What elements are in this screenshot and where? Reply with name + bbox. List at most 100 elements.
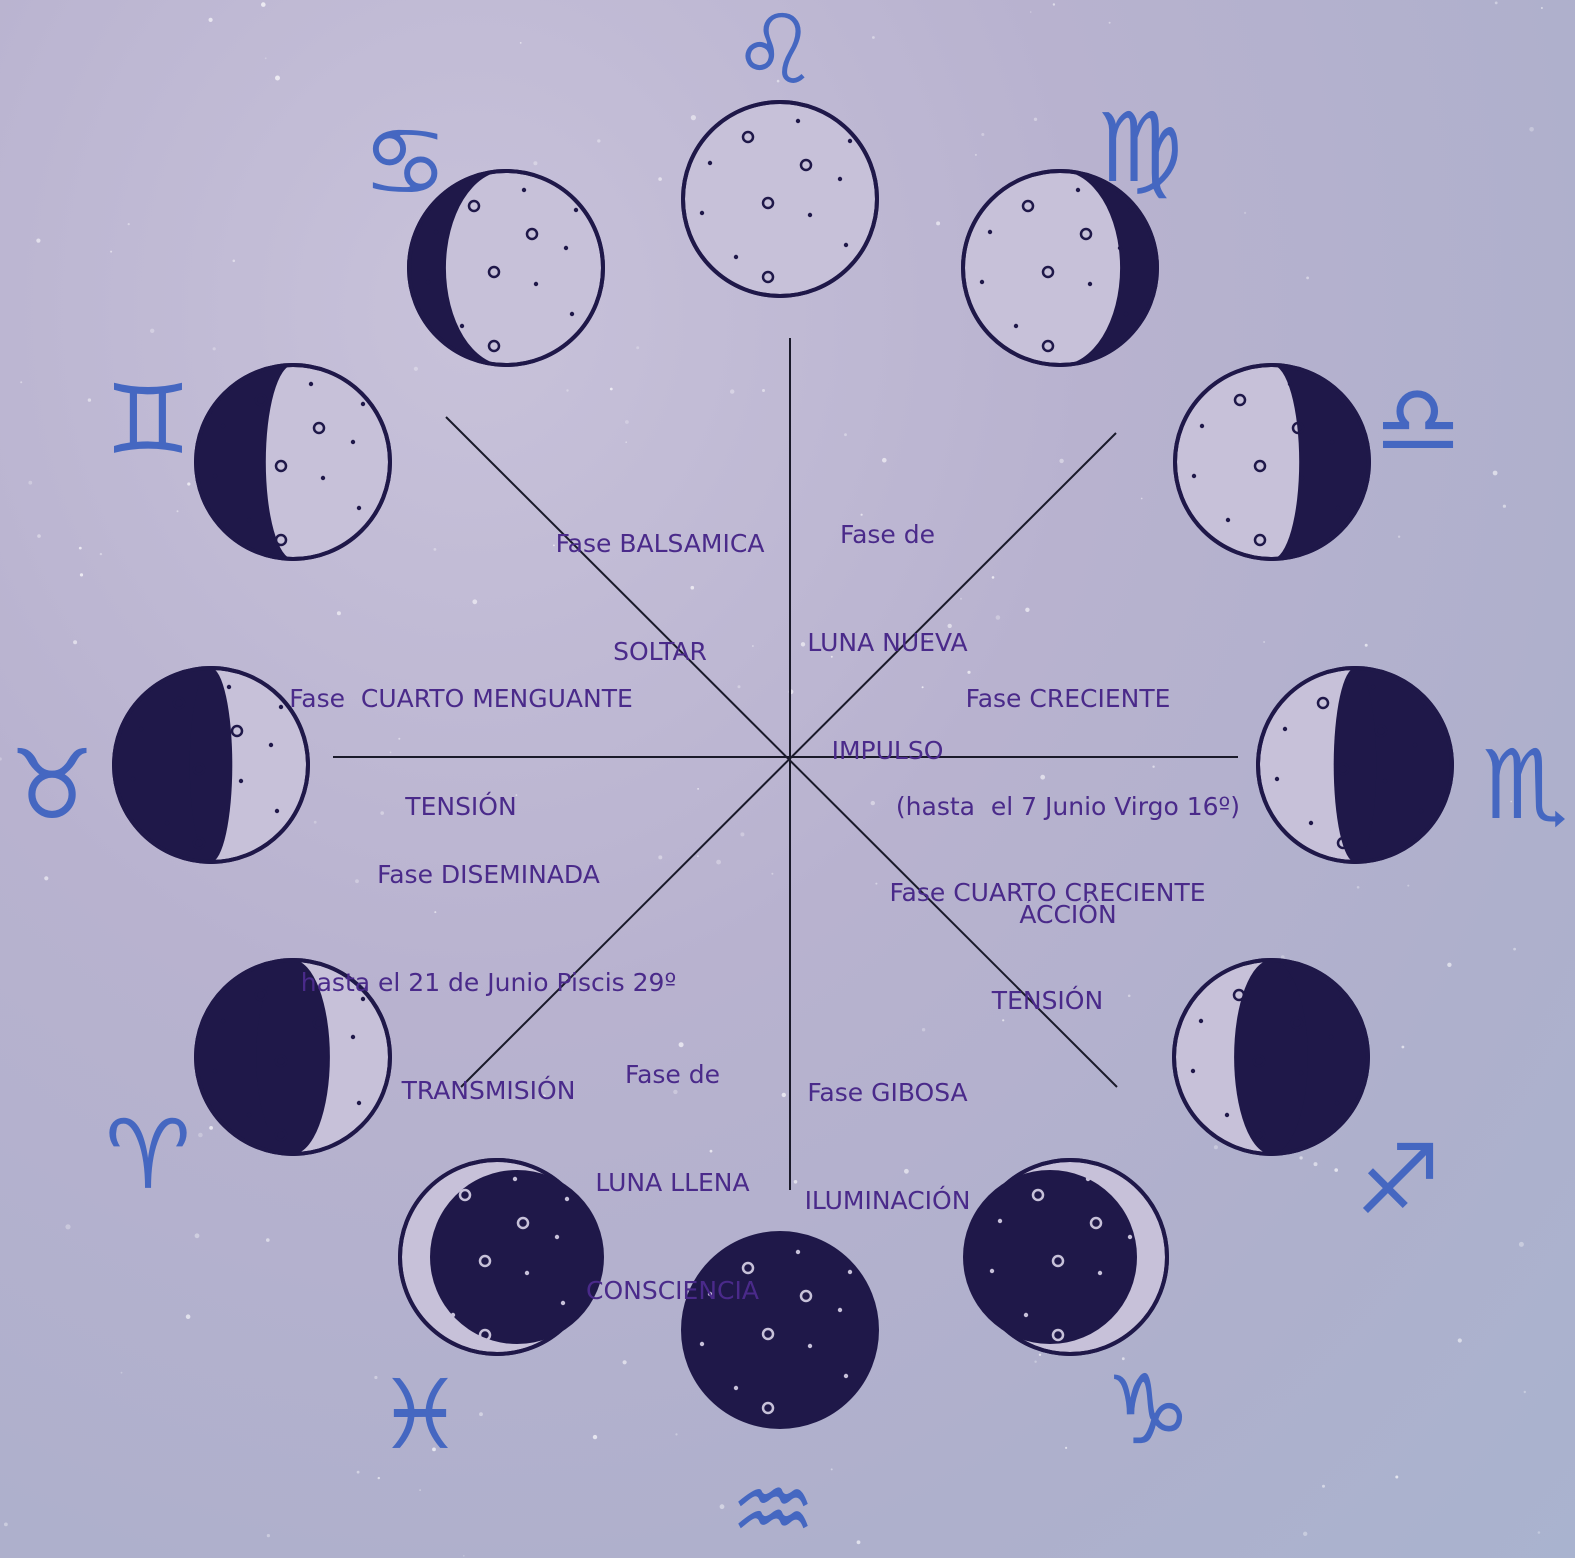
star bbox=[1065, 1447, 1067, 1449]
star bbox=[730, 389, 734, 393]
star bbox=[1458, 1338, 1462, 1342]
star bbox=[1141, 498, 1143, 500]
cancer-icon: ♋ bbox=[362, 106, 448, 218]
star bbox=[20, 381, 22, 383]
full-moon-thin-right bbox=[400, 1160, 604, 1354]
star bbox=[720, 1504, 725, 1509]
full-moon-thin-left bbox=[963, 1160, 1167, 1354]
star bbox=[463, 1555, 465, 1557]
star bbox=[782, 1093, 786, 1097]
star bbox=[110, 251, 112, 253]
star bbox=[875, 883, 877, 885]
star bbox=[1263, 641, 1265, 643]
star bbox=[266, 1238, 270, 1242]
star bbox=[275, 76, 280, 81]
star bbox=[831, 1468, 833, 1470]
star bbox=[434, 548, 437, 551]
star bbox=[267, 1534, 270, 1537]
star bbox=[100, 553, 102, 555]
aries-icon: ♈ bbox=[105, 1099, 191, 1211]
star bbox=[44, 876, 48, 880]
star bbox=[1524, 1391, 1526, 1393]
star bbox=[1281, 955, 1285, 959]
star bbox=[1299, 1156, 1302, 1159]
star bbox=[36, 239, 40, 243]
star bbox=[981, 133, 984, 136]
star bbox=[1538, 1531, 1541, 1534]
star bbox=[209, 1126, 213, 1130]
star bbox=[128, 223, 130, 225]
star bbox=[936, 221, 940, 225]
star bbox=[414, 367, 418, 371]
star bbox=[265, 57, 267, 59]
star bbox=[1322, 1485, 1325, 1488]
star bbox=[150, 329, 154, 333]
star bbox=[857, 1540, 861, 1544]
star bbox=[1357, 886, 1360, 889]
star bbox=[625, 441, 627, 443]
star bbox=[378, 1477, 380, 1479]
star bbox=[1303, 1532, 1307, 1536]
phase-label-gibosa: Fase GIBOSA ILUMINACIÓN bbox=[790, 1003, 985, 1255]
star bbox=[1306, 277, 1309, 280]
star bbox=[233, 260, 236, 263]
star bbox=[992, 576, 995, 579]
waning-crescent-moon bbox=[196, 365, 390, 559]
star bbox=[88, 398, 91, 401]
star bbox=[0, 757, 2, 760]
star bbox=[1495, 2, 1498, 5]
star bbox=[4, 1523, 8, 1527]
star bbox=[636, 346, 639, 349]
star bbox=[1447, 963, 1451, 967]
star bbox=[597, 139, 600, 142]
star bbox=[1030, 11, 1032, 13]
star bbox=[1398, 536, 1400, 538]
star bbox=[1513, 948, 1516, 951]
star bbox=[675, 1433, 677, 1435]
star bbox=[419, 1489, 421, 1491]
star bbox=[209, 18, 213, 22]
first-quarter-moon bbox=[1258, 668, 1452, 862]
star bbox=[1034, 1361, 1036, 1363]
star bbox=[771, 873, 773, 875]
taurus-icon: ♉ bbox=[9, 729, 95, 841]
libra-icon: ♎ bbox=[1375, 364, 1461, 476]
star bbox=[479, 1412, 483, 1416]
star bbox=[1407, 885, 1409, 887]
star bbox=[1402, 1046, 1405, 1049]
star bbox=[697, 855, 699, 857]
leo-icon: ♌ bbox=[732, 0, 818, 106]
star bbox=[65, 1224, 70, 1229]
star bbox=[593, 1435, 597, 1439]
star bbox=[80, 573, 83, 576]
star bbox=[198, 1133, 203, 1138]
star bbox=[177, 510, 179, 512]
star bbox=[1053, 3, 1055, 5]
star bbox=[1529, 127, 1534, 132]
star bbox=[1244, 212, 1246, 214]
star bbox=[472, 599, 477, 604]
star bbox=[975, 154, 977, 156]
star bbox=[195, 1233, 200, 1238]
star bbox=[357, 1471, 360, 1474]
new-moon bbox=[683, 102, 877, 296]
star bbox=[658, 177, 662, 181]
star bbox=[1109, 22, 1111, 24]
star bbox=[566, 389, 568, 391]
star bbox=[533, 161, 537, 165]
star bbox=[186, 1314, 191, 1319]
star bbox=[762, 389, 765, 392]
virgo-icon: ♍ bbox=[1097, 92, 1183, 204]
star bbox=[1039, 1354, 1041, 1356]
star bbox=[1395, 1476, 1398, 1479]
star bbox=[697, 788, 699, 790]
star bbox=[1059, 459, 1063, 463]
star bbox=[1493, 471, 1498, 476]
star bbox=[625, 420, 629, 424]
star bbox=[261, 2, 266, 7]
star bbox=[623, 1360, 627, 1364]
star bbox=[844, 433, 847, 436]
star bbox=[1214, 1145, 1218, 1149]
star bbox=[716, 860, 721, 865]
